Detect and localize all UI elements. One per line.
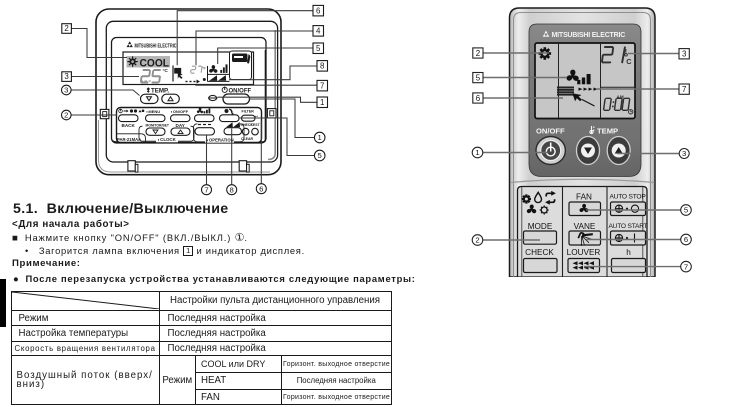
svg-text:3: 3	[682, 50, 687, 59]
svg-text:8: 8	[230, 185, 234, 194]
svg-text:5: 5	[316, 44, 321, 53]
svg-text:6: 6	[316, 7, 321, 16]
svg-text:3: 3	[682, 149, 686, 158]
svg-text:◐OPERATION: ◐OPERATION	[207, 137, 234, 142]
svg-text:1: 1	[320, 98, 324, 107]
svg-text:6: 6	[684, 235, 688, 244]
svg-text:CHECK: CHECK	[241, 123, 254, 127]
svg-text:↩: ↩	[255, 114, 259, 119]
svg-text:PAR-21MAA: PAR-21MAA	[117, 137, 141, 142]
svg-text:°F: °F	[202, 67, 207, 71]
svg-text:AUTO STOP: AUTO STOP	[609, 194, 646, 201]
svg-text:MITSUBISHI ELECTRIC: MITSUBISHI ELECTRIC	[135, 44, 177, 50]
svg-text:6: 6	[259, 184, 263, 193]
svg-text:2: 2	[476, 49, 480, 58]
svg-text:7: 7	[320, 82, 324, 91]
svg-text:TEMP.: TEMP.	[151, 88, 169, 95]
svg-text:BACK: BACK	[122, 123, 136, 128]
svg-text:◐MENU: ◐MENU	[146, 109, 160, 114]
svg-text:VANE: VANE	[574, 222, 596, 231]
svg-text:TEST: TEST	[251, 123, 261, 127]
svg-text:7: 7	[684, 262, 688, 271]
svg-text:MONITOR/SET: MONITOR/SET	[146, 123, 170, 127]
svg-text:7: 7	[204, 185, 208, 194]
svg-text:MODE: MODE	[528, 222, 553, 231]
svg-text:2: 2	[64, 111, 68, 120]
svg-text:MITSUBISHI ELECTRIC: MITSUBISHI ELECTRIC	[552, 32, 626, 39]
svg-text:°C: °C	[163, 68, 169, 74]
svg-text:LOUVER: LOUVER	[567, 248, 601, 257]
svg-text:3: 3	[64, 72, 69, 81]
svg-text:AUTO START: AUTO START	[608, 223, 647, 230]
svg-text:3: 3	[64, 86, 68, 95]
svg-text:ON/OFF: ON/OFF	[229, 89, 252, 95]
svg-text:ON/OFF: ON/OFF	[536, 127, 565, 136]
svg-text:TEMP: TEMP	[597, 127, 618, 136]
svg-text:1: 1	[318, 133, 322, 142]
svg-text:CLEAR: CLEAR	[241, 137, 254, 141]
svg-text:6: 6	[476, 94, 481, 103]
svg-text:◐ON/OFF: ◐ON/OFF	[171, 109, 189, 114]
svg-text:C: C	[626, 57, 632, 66]
svg-text:◐CLOCK: ◐CLOCK	[158, 137, 177, 142]
svg-text:5: 5	[684, 206, 688, 215]
svg-text:2: 2	[64, 24, 68, 33]
svg-text:FILTER: FILTER	[242, 110, 255, 114]
svg-text:FAN: FAN	[576, 193, 592, 202]
svg-text:5: 5	[318, 151, 322, 160]
svg-text:4: 4	[316, 27, 321, 36]
svg-text:8: 8	[320, 62, 325, 71]
svg-text:1: 1	[475, 148, 479, 157]
svg-text:h: h	[626, 248, 631, 257]
svg-text:5: 5	[476, 73, 481, 82]
svg-text:AM: AM	[617, 95, 624, 100]
svg-text:COOL: COOL	[140, 57, 170, 69]
svg-text:7: 7	[682, 85, 686, 94]
svg-text:2: 2	[475, 236, 479, 245]
svg-text:DAY: DAY	[176, 123, 185, 128]
svg-text:CHECK: CHECK	[525, 248, 554, 257]
